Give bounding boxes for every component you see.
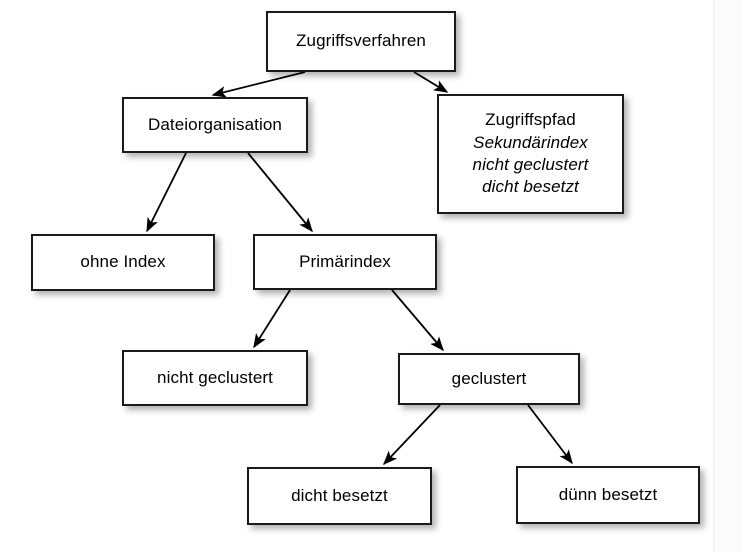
node-label-line: dicht besetzt [291,485,388,505]
node-label-line: nicht geclustert [157,367,273,387]
node-label-line: Zugriffsverfahren [296,31,426,51]
edge-geclustert-duenn-besetzt [527,404,573,465]
node-label-geclustert: geclustert [400,368,578,390]
edge-zugriffsverfahren-dateiorganisation [211,71,306,98]
node-label-dateiorganisation: Dateiorganisation [124,114,306,136]
node-label-line: Zugriffspfad [485,110,576,130]
node-label-line: Primärindex [299,251,391,271]
edge-dateiorganisation-ohne-index [146,152,187,233]
node-label-dicht-besetzt: dicht besetzt [249,485,430,507]
node-label-line: Sekundärindex [473,132,588,152]
edge-primaerindex-geclustert [391,289,444,352]
node-label-line: dünn besetzt [558,484,658,504]
node-label-zugriffsverfahren: Zugriffsverfahren [268,30,454,52]
node-dicht-besetzt[interactable]: dicht besetzt [247,467,432,525]
node-label-line: ohne Index [80,252,166,272]
right-gutter-panel [713,0,741,552]
node-label-duenn-besetzt: dünn besetzt [518,484,698,506]
node-label-primaerindex: Primärindex [255,251,435,273]
node-duenn-besetzt[interactable]: dünn besetzt [516,466,700,524]
node-label-nicht-geclustert: nicht geclustert [124,367,306,389]
node-label-ohne-index: ohne Index [33,251,213,273]
node-dateiorganisation[interactable]: Dateiorganisation [122,97,308,153]
node-label-line: geclustert [451,368,527,388]
edge-dateiorganisation-primaerindex [247,152,313,233]
node-nicht-geclustert[interactable]: nicht geclustert [122,350,308,406]
edge-geclustert-dicht-besetzt [383,404,441,466]
node-zugriffsverfahren[interactable]: Zugriffsverfahren [266,11,456,72]
node-primaerindex[interactable]: Primärindex [253,234,437,290]
node-label-line: dicht besetzt [482,177,579,197]
edge-primaerindex-nicht-geclustert [253,289,291,349]
node-geclustert[interactable]: geclustert [398,353,580,405]
edge-zugriffsverfahren-zugriffspfad [413,71,449,93]
node-label-line: nicht geclustert [472,155,589,174]
node-ohne-index[interactable]: ohne Index [31,234,215,291]
node-label-line: Dateiorganisation [147,114,282,134]
